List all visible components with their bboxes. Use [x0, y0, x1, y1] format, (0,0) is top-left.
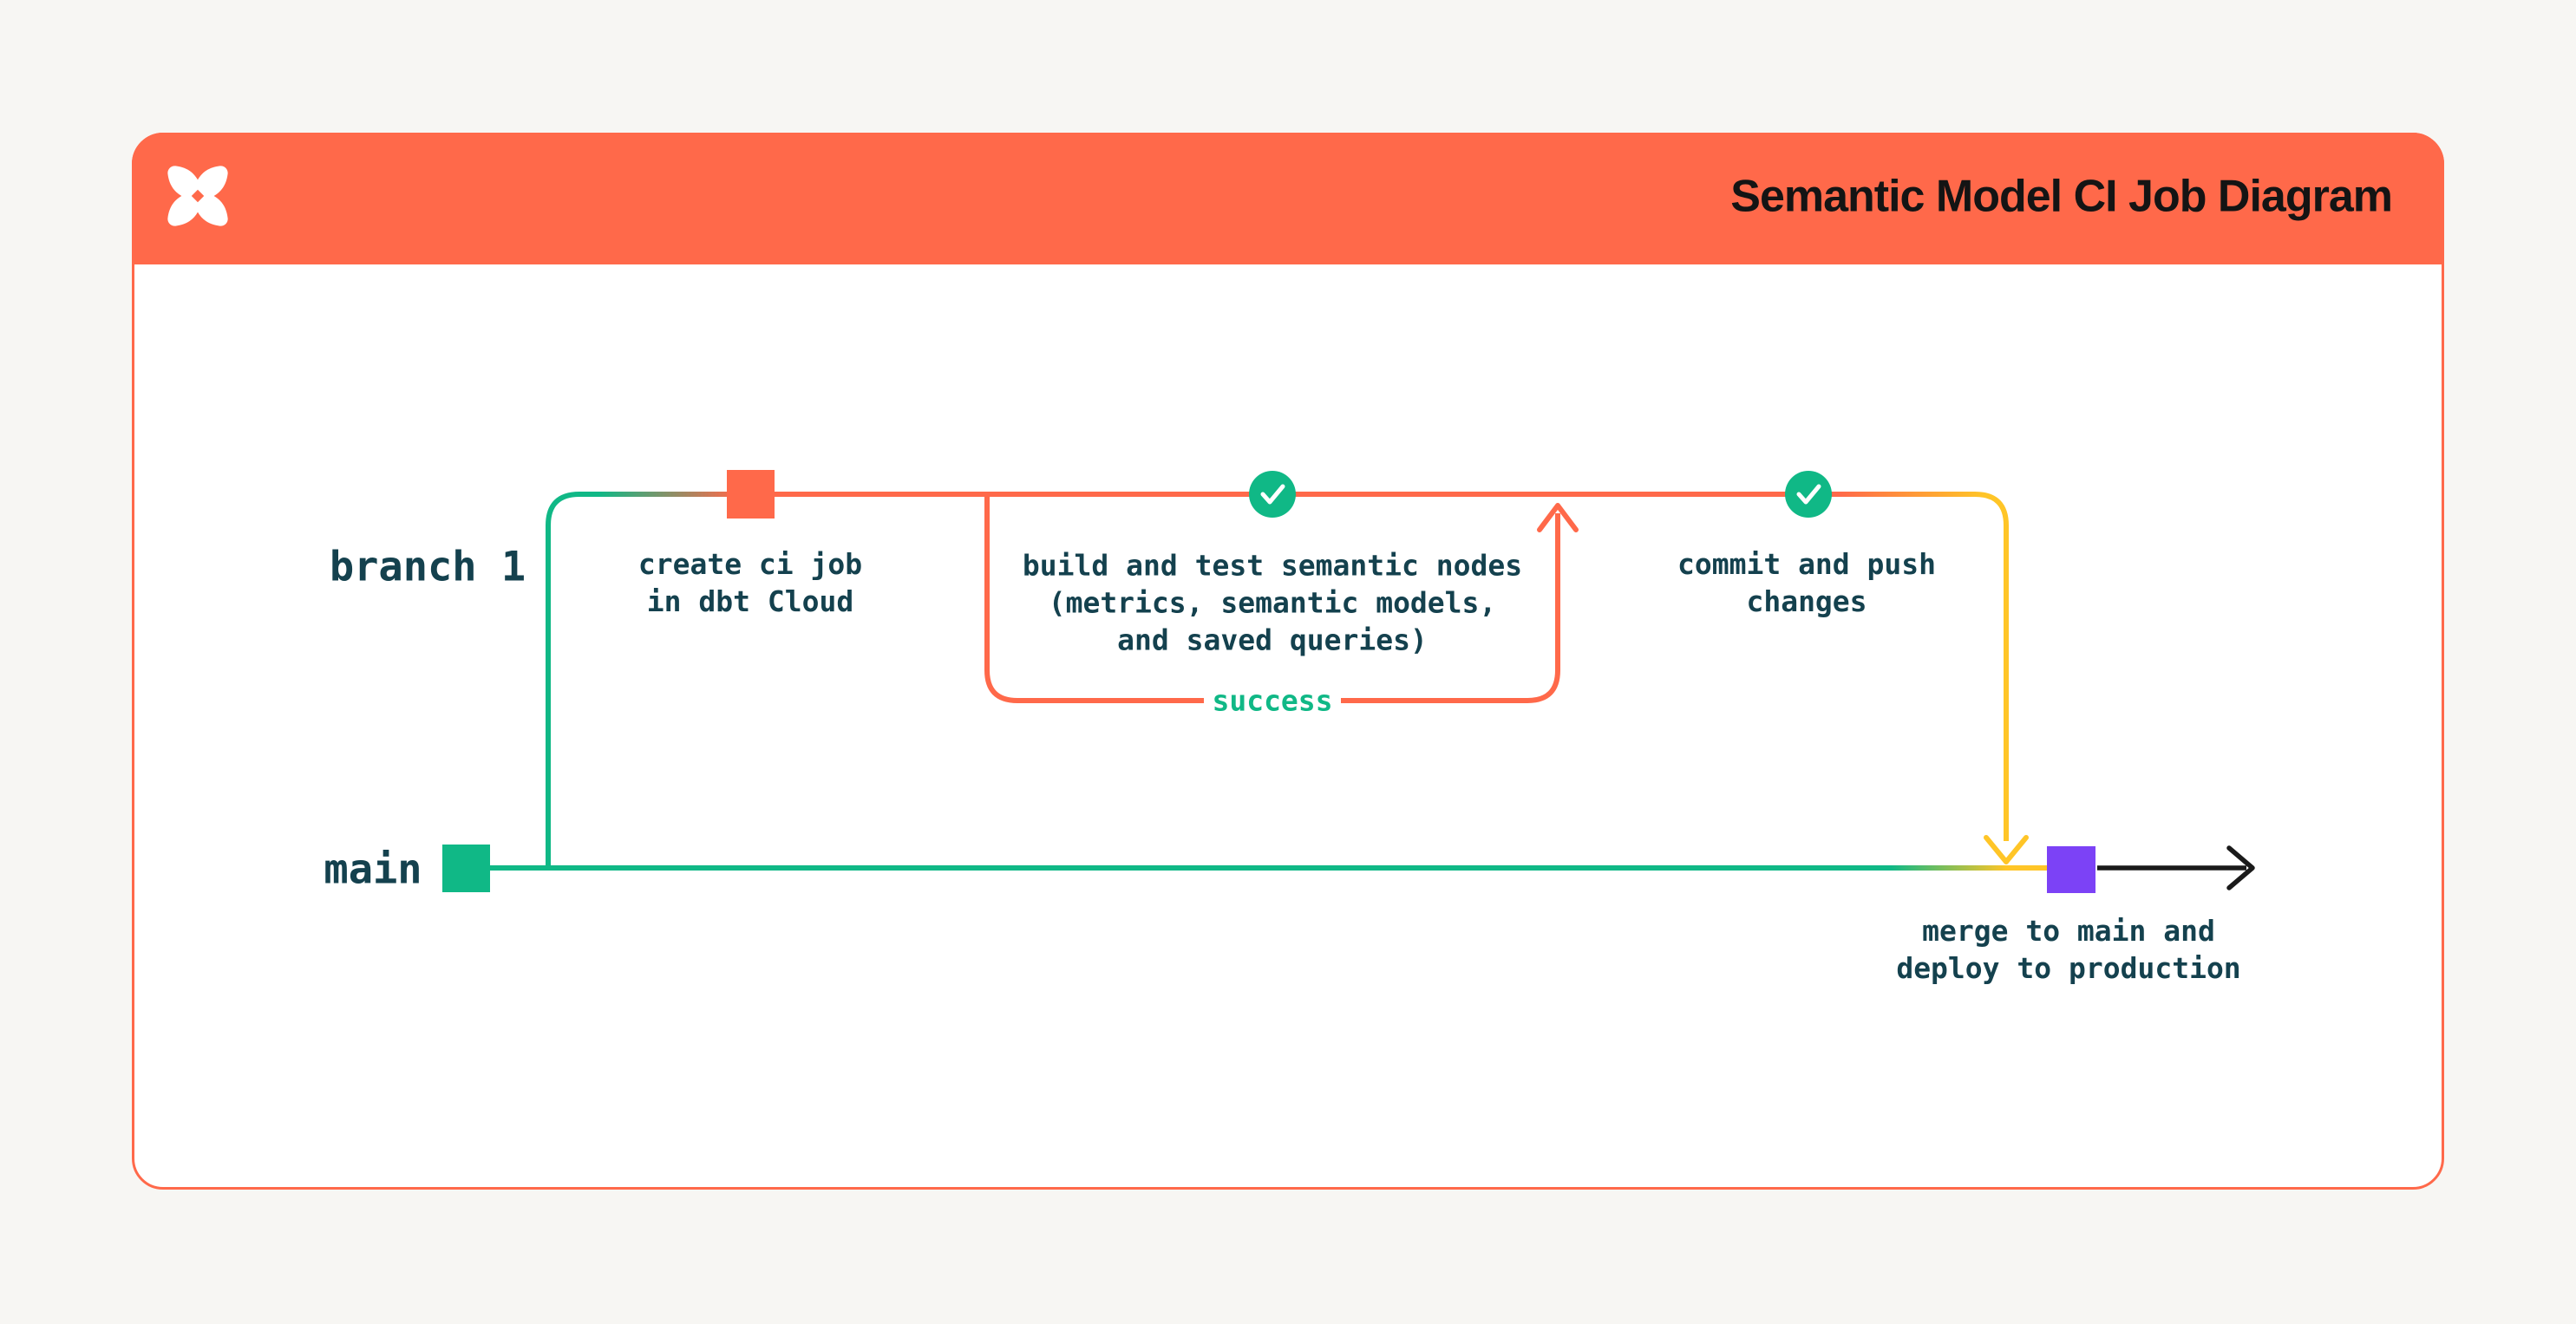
branch1-label: branch 1 — [329, 543, 526, 591]
merge-arrowhead-icon — [1984, 835, 2029, 864]
merge-commit-square — [2047, 846, 2095, 893]
create-ci-job-commit-square — [727, 470, 775, 519]
step-create-ci-job-label: create ci job in dbt Cloud — [637, 547, 863, 618]
commit-push-check-icon — [1796, 484, 1821, 505]
success-loop-line — [984, 494, 1560, 703]
card-header: Semantic Model CI Job Diagram — [132, 133, 2444, 264]
diagram-card: Semantic Model CI Job Diagram — [132, 133, 2444, 1190]
commit-push-check-circle — [1785, 471, 1832, 518]
success-label: success — [1206, 682, 1338, 720]
step-merge-deploy-label: merge to main and deploy to production — [1896, 914, 2241, 985]
page-title: Semantic Model CI Job Diagram — [1730, 171, 2393, 222]
main-branch-label: main — [324, 845, 422, 894]
deploy-arrowhead-icon — [2226, 845, 2255, 890]
step-build-test-label: build and test semantic nodes (metrics, … — [1022, 548, 1523, 657]
build-test-check-icon — [1260, 484, 1285, 505]
build-test-check-circle — [1249, 471, 1296, 518]
step-commit-push-label: commit and push changes — [1677, 547, 1937, 618]
main-commit-square — [442, 845, 490, 892]
dbt-logo-icon — [167, 166, 228, 226]
success-loop-arrowhead-icon — [1537, 503, 1579, 532]
